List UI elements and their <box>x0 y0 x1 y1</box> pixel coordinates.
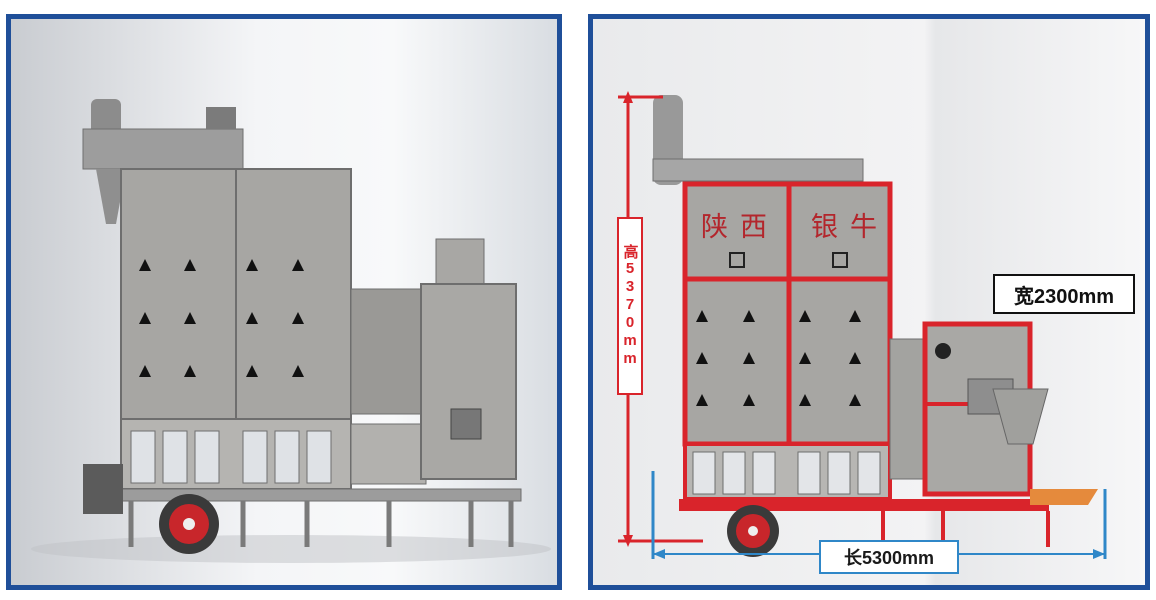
height-dimension-label: 高5370mm <box>617 217 643 395</box>
machine-dimension-panel: 陕西 银牛 高5370mm 宽2300mm 长5300mm <box>588 14 1150 590</box>
grain-dryer-illustration <box>31 99 551 563</box>
machine-side-view-panel <box>6 14 562 590</box>
annotated-dryer-illustration <box>618 91 1107 559</box>
brand-text-right: 银牛 <box>811 212 889 243</box>
length-dimension-label: 长5300mm <box>819 540 959 574</box>
brand-text-left: 陕西 <box>701 212 779 243</box>
width-dimension-label: 宽2300mm <box>993 274 1135 314</box>
